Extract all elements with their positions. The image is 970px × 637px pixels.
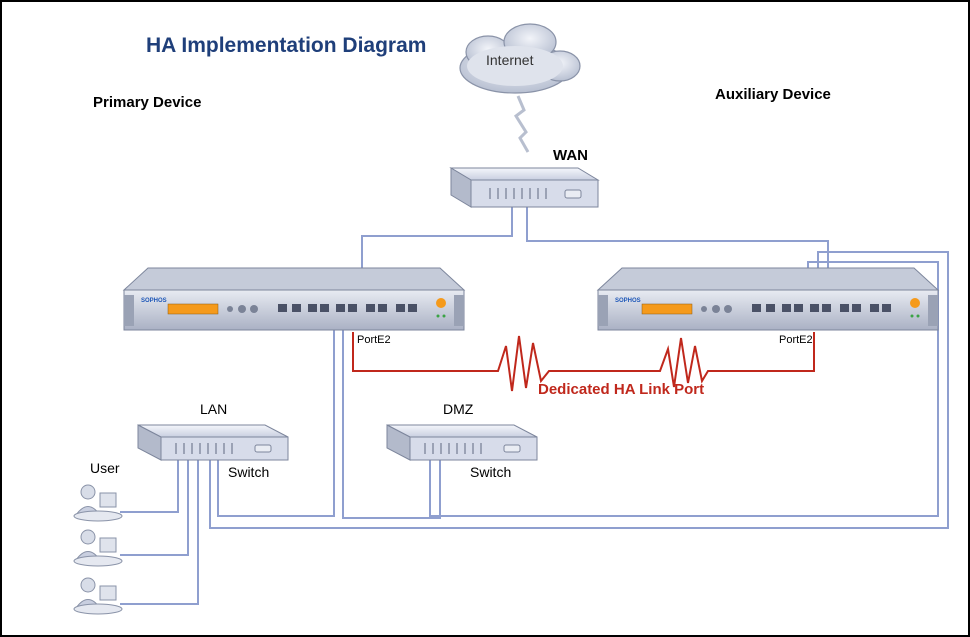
user-label: User [90, 460, 120, 476]
lan-switch-icon [137, 424, 289, 461]
auxiliary-appliance-icon: SOPHOS [596, 267, 940, 331]
wan-uplink-bolt [513, 95, 530, 153]
internet-label: Internet [486, 52, 534, 68]
ha-link-label: Dedicated HA Link Port [538, 381, 705, 398]
wan-switch-icon [449, 167, 600, 208]
auxiliary-device-label: Auxiliary Device [715, 86, 831, 103]
svg-text:SOPHOS: SOPHOS [141, 298, 167, 304]
svg-text:SOPHOS: SOPHOS [615, 298, 641, 304]
internet-cloud-icon [459, 23, 581, 94]
dmz-switch-icon [386, 424, 538, 461]
lan-switch-label: Switch [228, 464, 270, 480]
auxiliary-port-label: PortE2 [779, 334, 813, 346]
user-workstation-icon [73, 529, 123, 567]
primary-device-label: Primary Device [93, 94, 202, 111]
ha-link-cable [352, 332, 815, 392]
primary-port-label: PortE2 [357, 334, 391, 346]
network-cables [120, 196, 949, 605]
primary-appliance-icon: SOPHOS [122, 267, 466, 331]
user-workstation-icon [73, 577, 123, 615]
dmz-label: DMZ [443, 401, 474, 417]
dmz-switch-label: Switch [470, 464, 512, 480]
wan-label: WAN [553, 147, 588, 164]
user-workstation-icon [73, 484, 123, 522]
lan-label: LAN [200, 401, 228, 417]
diagram-title: HA Implementation Diagram [146, 34, 427, 57]
